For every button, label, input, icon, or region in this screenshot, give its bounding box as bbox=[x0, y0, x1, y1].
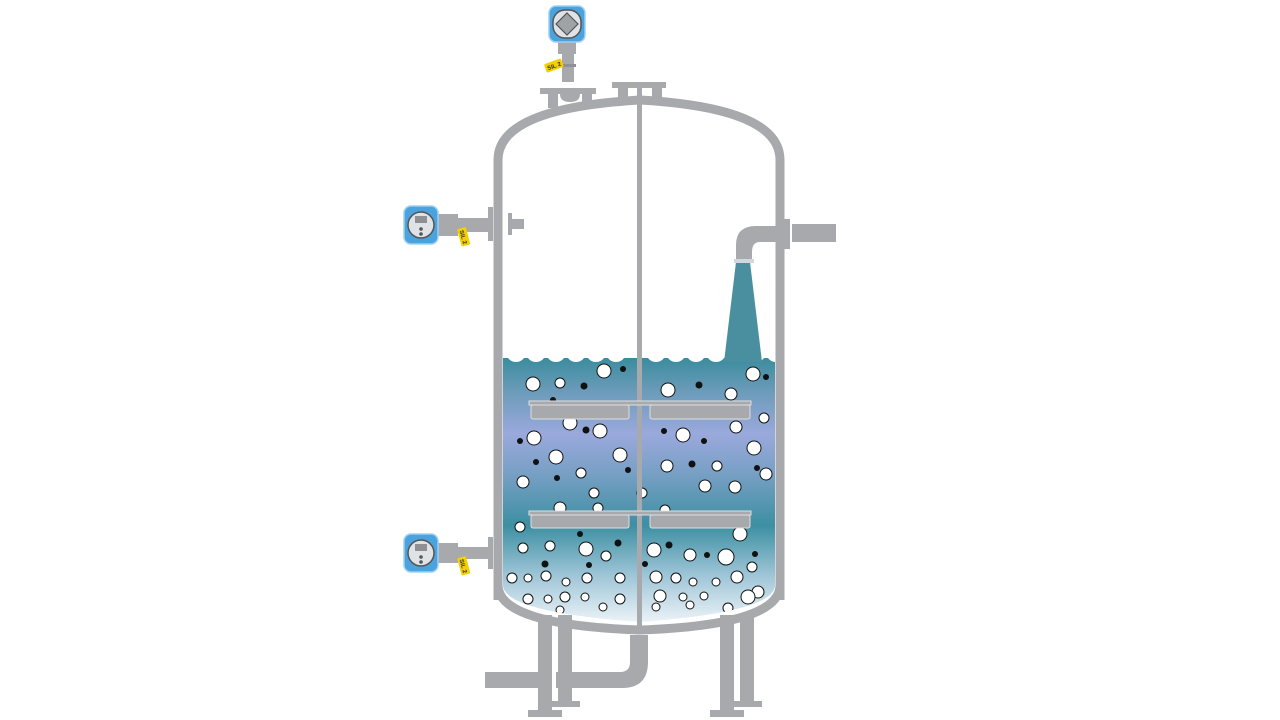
upper-side-pressure-transmitter[interactable]: SIL 2 bbox=[403, 205, 524, 247]
lower-side-pressure-transmitter[interactable]: SIL 2 bbox=[403, 533, 493, 576]
agitator bbox=[528, 82, 752, 632]
upper-impeller bbox=[528, 400, 752, 420]
sil-tag: SIL 2 bbox=[544, 58, 564, 73]
svg-text:SIL 2: SIL 2 bbox=[547, 61, 563, 72]
top-pressure-transmitter[interactable]: SIL 2 bbox=[544, 5, 586, 82]
liquid-inflow-stream bbox=[724, 262, 762, 362]
agitator-shaft bbox=[637, 82, 642, 632]
svg-text:SIL 2: SIL 2 bbox=[458, 230, 468, 246]
liquid bbox=[503, 342, 775, 622]
outlet-pipe bbox=[485, 635, 648, 688]
lower-impeller bbox=[528, 510, 752, 529]
sil-tag: SIL 2 bbox=[457, 556, 471, 576]
inlet-pipe bbox=[734, 219, 836, 263]
sil-tag: SIL 2 bbox=[457, 227, 471, 247]
svg-text:SIL 2: SIL 2 bbox=[458, 559, 468, 575]
